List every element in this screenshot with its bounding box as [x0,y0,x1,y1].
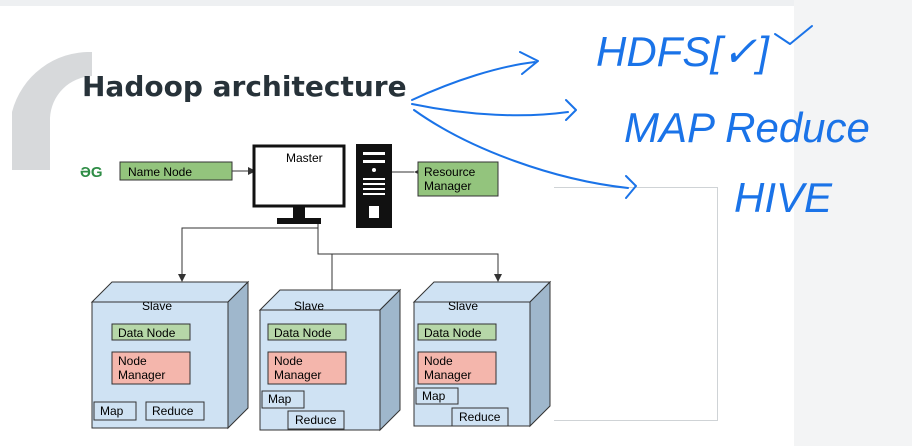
ink-text-hdfs: HDFS[✓] [596,28,770,75]
ink-arrow-mapreduce [411,99,577,121]
connector-lines [181,224,499,290]
slave-node-1: Slave Data Node Node Manager Map Reduce [90,280,250,430]
slave-1-reduce: Reduce [152,404,194,418]
slave-3-node-manager-2: Manager [424,368,471,382]
slave-3-node-manager-1: Node [424,354,453,368]
master-computer-icon: Master [252,144,346,224]
top-border [0,0,794,6]
gfg-logo: ƏG [80,164,103,181]
slave-3-reduce: Reduce [459,410,501,424]
hadoop-architecture-diagram: ƏG Name Node Master Resource Manager [72,140,554,436]
slave-3-data-node: Data Node [424,326,482,340]
slide-title: Hadoop architecture [82,70,407,103]
resource-manager-box: Resource Manager [417,161,499,197]
slide-decoration [12,52,92,170]
slave-1-map: Map [100,404,124,418]
slave-2-data-node: Data Node [274,326,332,340]
slave-3-map: Map [422,389,446,403]
name-node-box: Name Node [119,161,233,181]
slave-3-title: Slave [448,299,478,313]
slave-1-node-manager-1: Node [118,354,147,368]
slave-2-node-manager-2: Manager [274,368,321,382]
slave-2-reduce: Reduce [295,413,337,427]
slave-2-map: Map [268,392,292,406]
slave-1-node-manager-2: Manager [118,368,165,382]
ink-arrow-hdfs [411,51,539,101]
name-node-label: Name Node [128,165,192,179]
slave-1-title: Slave [142,299,172,313]
slave-2-title: Slave [294,299,324,313]
server-tower-icon [356,144,392,228]
slave-node-3: Slave Data Node Node Manager Map Reduce [412,280,552,428]
slave-2-node-manager-1: Node [274,354,303,368]
slave-1-data-node: Data Node [118,326,176,340]
resource-manager-label-2: Manager [424,179,471,193]
slave-node-2: Slave Data Node Node Manager Map Reduce [258,288,402,432]
image-placeholder-frame [548,187,718,421]
resource-manager-label-1: Resource [424,165,476,179]
master-label: Master [286,151,323,165]
right-panel [794,0,912,446]
